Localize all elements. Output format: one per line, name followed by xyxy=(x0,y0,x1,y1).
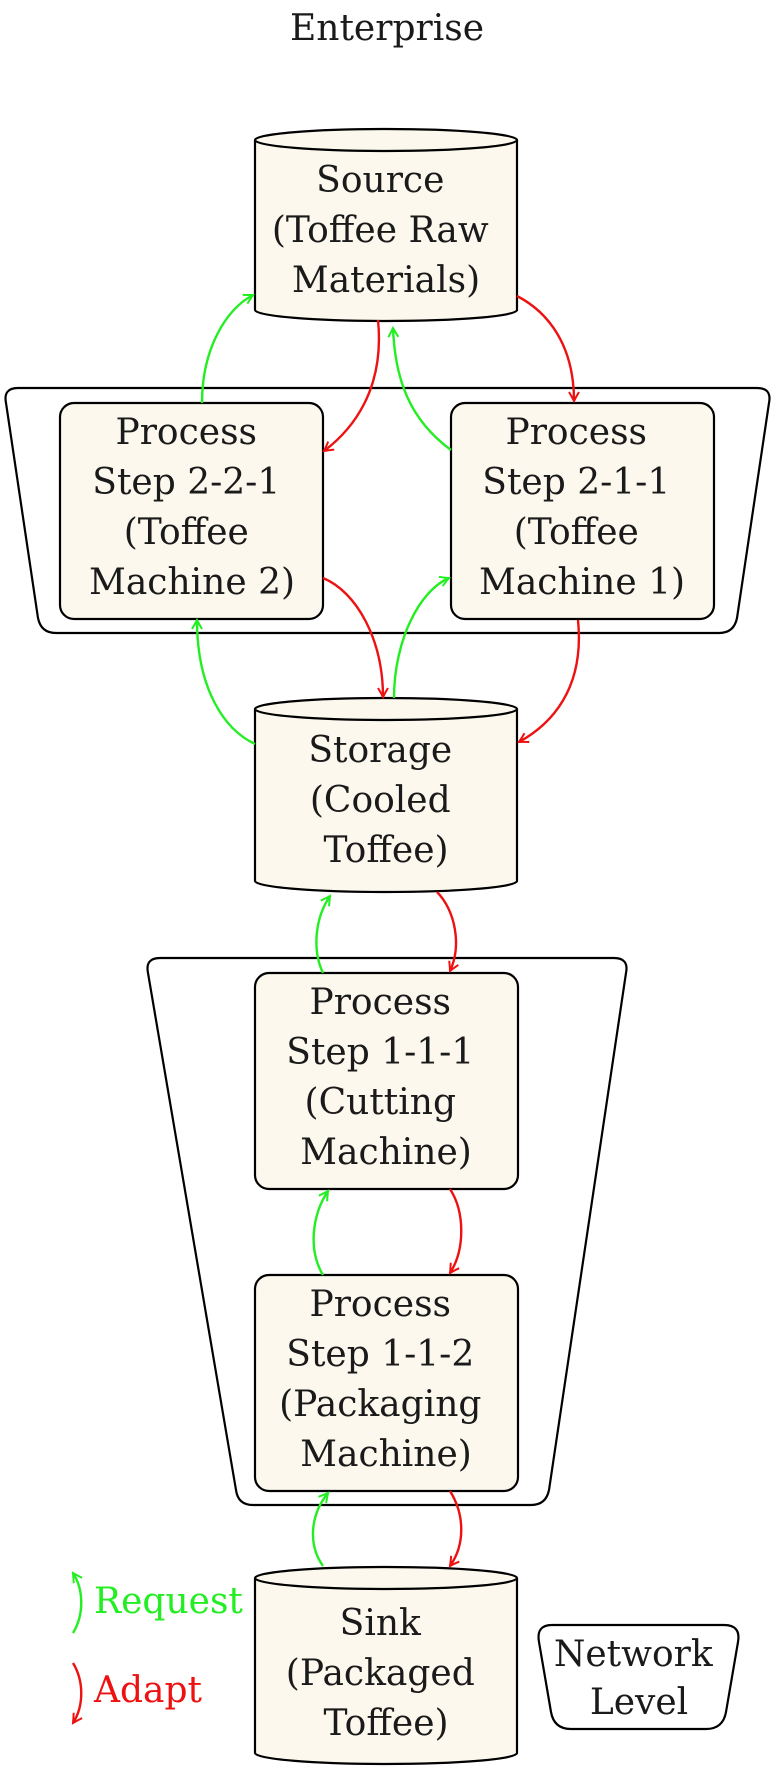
process-2-1-1-line-1: Process xyxy=(506,412,648,453)
legend: Request Adapt Network Level xyxy=(73,1573,740,1731)
network-level-legend-line-2: Level xyxy=(590,1682,688,1723)
svg-text:Source (Toffee Raw: Source (Toffee Raw Materials) xyxy=(272,160,500,301)
sink-node: Sink (Packaged Toffee) xyxy=(253,1565,519,1766)
legend-adapt-label: Adapt xyxy=(93,1670,203,1711)
adapt-arrow-source-to-p221 xyxy=(324,319,381,451)
network-level-legend-frame xyxy=(537,1623,740,1731)
process-1-1-2-line-3: (Packaging xyxy=(279,1384,481,1425)
process-2-2-1-line-2: Step 2-2-1 xyxy=(92,462,280,503)
adapt-arrow-p112-to-sink xyxy=(450,1490,463,1566)
process-2-1-1-line-3: (Toffee xyxy=(514,512,639,553)
process-2-1-1-line-2: Step 2-1-1 xyxy=(482,462,670,503)
process-step-1-1-1-node: Process Step 1-1-1 (Cutting Machine) xyxy=(253,971,520,1191)
process-2-2-1-line-3: (Toffee xyxy=(124,512,249,553)
network-level-frame-top xyxy=(4,386,771,635)
adapt-arrow-p111-to-p112 xyxy=(450,1188,463,1273)
request-arrow-p211-to-source xyxy=(393,328,452,451)
storage-label-line-2: (Cooled xyxy=(310,780,451,821)
process-2-2-1-line-4: Machine 2) xyxy=(89,562,295,603)
source-label-line-2: (Toffee Raw xyxy=(272,210,489,251)
source-node: Source (Toffee Raw Materials) xyxy=(253,127,519,323)
source-label-line-3: Materials) xyxy=(292,260,480,301)
source-label-line-1: Source xyxy=(316,160,444,201)
svg-text:Storage (Cooled To: Storage (Cooled Toffee) xyxy=(308,730,463,871)
process-1-1-1-line-2: Step 1-1-1 xyxy=(286,1032,474,1073)
svg-text:Process Step 1-1-1: Process Step 1-1-1 (Cutting Machine) xyxy=(286,982,485,1173)
storage-label-line-3: Toffee) xyxy=(323,830,448,871)
svg-text:Network Level: Network Level xyxy=(554,1634,724,1723)
process-1-1-2-line-4: Machine) xyxy=(300,1434,472,1475)
svg-text:Sink (Packaged Tof: Sink (Packaged Toffee) xyxy=(286,1603,486,1744)
request-arrow-storage-to-p211 xyxy=(392,578,449,699)
network-level-frame-bottom xyxy=(146,956,628,1507)
process-step-2-2-1-node: Process Step 2-2-1 (Toffee Machine 2) xyxy=(58,401,325,621)
request-arrow-p111-to-storage xyxy=(315,896,330,974)
storage-node: Storage (Cooled Toffee) xyxy=(253,696,519,894)
sink-label-line-2: (Packaged xyxy=(286,1653,475,1694)
process-2-2-1-line-1: Process xyxy=(116,412,258,453)
svg-text:Process Step 1-1-2: Process Step 1-1-2 (Packaging Machine) xyxy=(279,1284,493,1475)
request-arrow-sink-to-p112 xyxy=(311,1493,328,1567)
svg-text:Process Step 2-1-1: Process Step 2-1-1 (Toffee Machine 1) xyxy=(479,412,685,603)
diagram-title: Enterprise xyxy=(290,8,484,49)
sink-label-line-1: Sink xyxy=(340,1603,422,1644)
adapt-arrow-p221-to-storage xyxy=(322,576,383,697)
process-2-1-1-line-4: Machine 1) xyxy=(479,562,685,603)
process-1-1-2-line-1: Process xyxy=(310,1284,452,1325)
sink-label-line-3: Toffee) xyxy=(323,1703,448,1744)
adapt-arrow-source-to-p211 xyxy=(516,294,574,401)
process-1-1-1-line-3: (Cutting xyxy=(305,1082,456,1123)
request-arrow-p221-to-source xyxy=(200,295,253,404)
process-step-1-1-2-node: Process Step 1-1-2 (Packaging Machine) xyxy=(253,1273,520,1493)
curved-arrow-up-icon xyxy=(73,1573,81,1634)
adapt-arrow-storage-to-p111 xyxy=(436,891,456,971)
process-1-1-1-line-1: Process xyxy=(310,982,452,1023)
process-step-2-1-1-node: Process Step 2-1-1 (Toffee Machine 1) xyxy=(449,401,716,621)
request-arrow-storage-to-p221 xyxy=(197,620,256,746)
adapt-arrow-p211-to-storage xyxy=(519,619,581,742)
process-1-1-2-line-2: Step 1-1-2 xyxy=(286,1334,474,1375)
legend-request-label: Request xyxy=(94,1581,243,1622)
svg-text:Process Step 2-2-1: Process Step 2-2-1 (Toffee Machine 2) xyxy=(89,412,295,603)
process-1-1-1-line-4: Machine) xyxy=(300,1132,472,1173)
curved-arrow-down-icon xyxy=(73,1662,81,1723)
storage-label-line-1: Storage xyxy=(308,730,452,771)
network-level-legend-line-1: Network xyxy=(554,1634,714,1675)
request-arrow-p112-to-p111 xyxy=(312,1191,328,1276)
